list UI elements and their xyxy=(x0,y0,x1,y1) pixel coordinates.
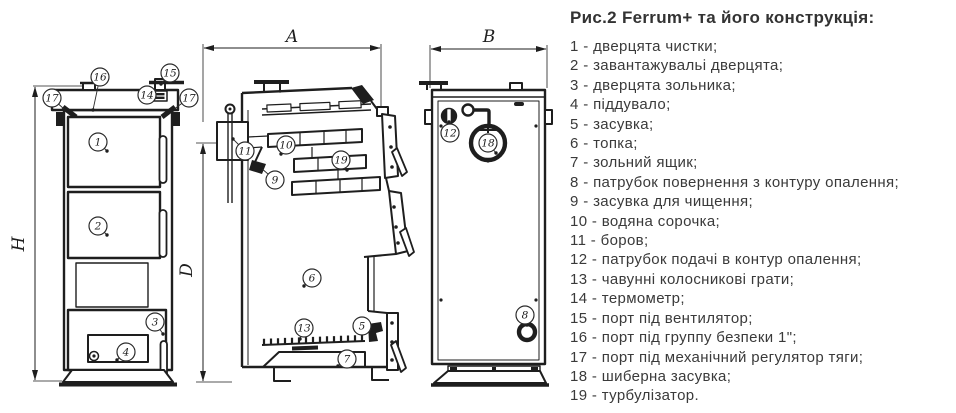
legend-item-11: 11 - боров; xyxy=(570,232,649,250)
legend-item-6: 6 - топка; xyxy=(570,135,638,153)
svg-text:15: 15 xyxy=(163,68,177,80)
callout-17: 17 xyxy=(179,88,199,108)
upper-door-lever xyxy=(391,147,408,177)
svg-text:14: 14 xyxy=(140,90,153,102)
dim-label-h: H xyxy=(9,235,29,252)
slide-gate-mechanism xyxy=(368,322,383,342)
svg-text:16: 16 xyxy=(93,72,107,84)
legend: Рис.2 Ferrum+ та його конструкція: 1 - д… xyxy=(570,6,954,406)
callout-15: 15 xyxy=(160,63,180,83)
callout-1: 1 xyxy=(88,132,108,152)
dim-label-b: B xyxy=(482,27,496,47)
svg-text:12: 12 xyxy=(443,128,457,140)
callout-8: 8 xyxy=(515,305,535,325)
callout-14: 14 xyxy=(137,85,157,105)
legend-list: 1 - дверцята чистки; 2 - завантажувальі д… xyxy=(570,37,954,406)
rear-base xyxy=(433,370,547,384)
legend-item-8: 8 - патрубок повернення з контуру опален… xyxy=(570,173,900,191)
loading-door-handle xyxy=(158,209,168,258)
legend-item-17: 17 - порт під механічний регулятор тяги; xyxy=(570,348,864,366)
callout-5: 5 xyxy=(352,316,372,336)
legend-item-1: 1 - дверцята чистки; xyxy=(570,38,718,55)
lower-door-lever xyxy=(390,340,407,373)
cleaning-gate xyxy=(249,160,266,174)
mid-door-lever xyxy=(399,227,415,257)
draft-port-right xyxy=(172,112,180,126)
loading-door xyxy=(66,190,162,260)
legend-item-2: 2 - завантажувальі дверцята; xyxy=(570,57,784,75)
callout-17: 17 xyxy=(42,88,62,108)
svg-text:19: 19 xyxy=(334,155,348,167)
svg-text:2: 2 xyxy=(94,221,102,233)
svg-text:17: 17 xyxy=(182,93,196,105)
legend-item-16: 16 - порт під группу безпеки 1"; xyxy=(570,329,797,347)
chimney-collar xyxy=(351,85,374,104)
svg-text:18: 18 xyxy=(481,138,495,150)
svg-text:3: 3 xyxy=(152,317,159,329)
callout-9: 9 xyxy=(265,170,285,190)
svg-text:7: 7 xyxy=(344,354,351,366)
rear-view xyxy=(419,81,553,387)
callout-10: 10 xyxy=(276,135,296,155)
legend-item-9: 9 - засувка для чищення; xyxy=(570,193,754,211)
legend-item-7: 7 - зольний ящик; xyxy=(570,154,698,172)
legend-item-19: 19 - турбулізатор. xyxy=(570,387,699,405)
dim-label-d: D xyxy=(177,263,197,278)
svg-text:13: 13 xyxy=(297,323,311,335)
svg-text:9: 9 xyxy=(272,175,279,187)
svg-text:10: 10 xyxy=(279,140,293,152)
cast-iron-grate xyxy=(261,335,366,351)
callout-13: 13 xyxy=(294,318,314,338)
legend-item-13: 13 - чавунні колосникові грати; xyxy=(570,270,795,288)
dim-label-a: A xyxy=(284,27,298,47)
callout-11: 11 xyxy=(235,141,255,161)
legend-item-10: 10 - водяна сорочка; xyxy=(570,212,721,230)
legend-item-3: 3 - дверцята зольника; xyxy=(570,76,736,94)
callout-3: 3 xyxy=(145,312,165,332)
svg-text:5: 5 xyxy=(359,321,366,333)
rear-vent-slot xyxy=(514,102,524,106)
callout-6: 6 xyxy=(302,268,322,288)
boiler-drawing: H D A B xyxy=(9,27,553,387)
legend-item-18: 18 - шиберна засувка; xyxy=(570,367,732,385)
svg-text:8: 8 xyxy=(522,310,529,322)
side-doors-section xyxy=(363,106,415,373)
cleaning-door xyxy=(66,115,162,189)
legend-item-4: 4 - піддувало; xyxy=(570,96,671,114)
legend-item-12: 12 - патрубок подачі в контур опалення; xyxy=(570,251,862,269)
svg-text:6: 6 xyxy=(309,273,316,285)
svg-text:4: 4 xyxy=(122,347,130,359)
legend-title: Рис.2 Ferrum+ та його конструкція: xyxy=(570,8,875,27)
legend-item-14: 14 - термометр; xyxy=(570,290,685,308)
legend-item-15: 15 - порт під вентилятор; xyxy=(570,309,753,327)
callout-4: 4 xyxy=(116,342,136,362)
rear-top-stub xyxy=(509,82,523,91)
legend-item-5: 5 - засувка; xyxy=(570,115,654,133)
front-view xyxy=(50,78,184,387)
callout-18: 18 xyxy=(478,133,498,153)
svg-text:17: 17 xyxy=(45,93,59,105)
svg-text:11: 11 xyxy=(238,146,251,158)
draft-port-left xyxy=(56,112,64,126)
callout-12: 12 xyxy=(440,123,460,143)
side-section-view xyxy=(216,80,415,382)
dimension-lines xyxy=(32,44,548,383)
callout-16: 16 xyxy=(90,67,110,87)
front-base xyxy=(62,369,174,383)
callout-2: 2 xyxy=(88,216,108,236)
callout-19: 19 xyxy=(331,150,351,170)
cleaning-door-handle xyxy=(158,135,168,184)
callout-7: 7 xyxy=(337,349,357,369)
front-recess-panel xyxy=(75,262,149,308)
svg-text:1: 1 xyxy=(95,137,102,149)
